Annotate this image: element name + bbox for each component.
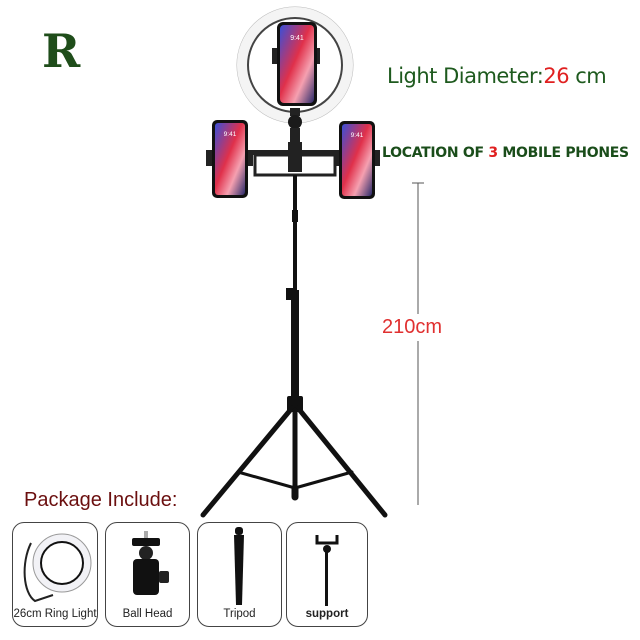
diameter-text: Light Diameter: [387,64,544,88]
package-item-label: support [305,608,349,620]
height-label: 210cm [382,314,443,341]
phone-support-icon [315,535,339,606]
light-diameter-label: Light Diameter:26 cm [387,64,607,88]
tripod-legs [200,405,388,518]
location-suffix: MOBILE PHONES [497,145,629,161]
brand-logo: R [42,24,81,78]
package-item-ring-light: 26cm Ring Light [12,522,98,627]
svg-text:9:41: 9:41 [224,131,237,138]
ball-head-icon [132,531,169,595]
mini-tripod-icon [234,527,244,605]
package-title: Package Include: [24,489,178,511]
svg-text:9:41: 9:41 [351,132,364,139]
phone-location-label: LOCATION OF 3 MOBILE PHONES [382,145,629,161]
phone-left: 9:41 [206,120,253,198]
package-item-tripod: Tripod [197,522,282,627]
diameter-unit: cm [575,64,607,88]
package-item-support: support [286,522,368,627]
phone-time: 9:41 [290,35,304,42]
height-dimension-line [412,182,424,505]
phone-center: 9:41 [272,22,320,106]
phone-right: 9:41 [334,121,380,199]
package-item-label: Ball Head [122,608,173,620]
package-item-label: 26cm Ring Light [13,608,97,620]
location-count: 3 [488,145,498,161]
package-item-ball-head: Ball Head [105,522,190,627]
ring-light-icon [23,533,92,603]
diameter-value: 26 [543,64,570,88]
location-prefix: LOCATION OF [382,145,489,161]
package-item-label: Tripod [223,608,256,620]
